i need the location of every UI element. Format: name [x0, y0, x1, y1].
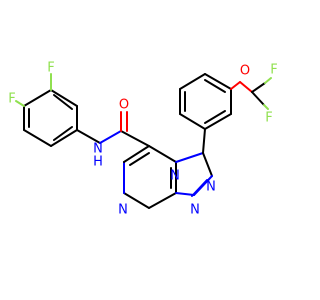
bond — [23, 129, 52, 147]
bond — [53, 126, 73, 141]
bond — [202, 152, 213, 177]
amide-nitrogen-label: N — [93, 142, 103, 157]
bond — [129, 152, 150, 166]
bond — [50, 89, 78, 107]
bond-f — [263, 104, 269, 110]
bond-o — [230, 81, 241, 90]
bond — [204, 73, 232, 90]
ether-oxygen-label: O — [240, 64, 250, 79]
bond — [204, 113, 232, 130]
bond — [179, 73, 206, 90]
bond-n — [99, 130, 122, 144]
bond — [23, 89, 52, 107]
triazole-nitrogen-label: N — [206, 180, 216, 195]
bond — [148, 192, 177, 209]
pyrazine-nitrogen-label: N — [118, 203, 128, 218]
fluorine-label: F — [8, 92, 15, 107]
bond-n — [175, 152, 204, 163]
bond — [53, 94, 73, 110]
bond-f — [15, 100, 25, 107]
bond — [50, 129, 78, 147]
molecule-structure: F F N H O O F F N N N N — [8, 61, 277, 218]
triazole-nitrogen-label: N — [190, 203, 200, 218]
bond-o — [239, 81, 253, 93]
bond-n — [191, 179, 208, 197]
bond — [123, 145, 150, 163]
carbonyl-oxygen-label: O — [119, 98, 129, 113]
bond — [120, 130, 150, 147]
bond — [76, 129, 101, 144]
bonds — [15, 73, 272, 209]
amide-hydrogen-label: H — [93, 155, 103, 170]
bond-n — [175, 192, 195, 196]
bond — [251, 82, 266, 93]
atom-labels: F F N H O O F F N N N N — [8, 61, 277, 218]
bridge-nitrogen-label: N — [170, 169, 180, 184]
bond — [179, 113, 206, 130]
bond — [251, 91, 265, 106]
bond-f — [264, 77, 272, 84]
bond — [202, 128, 206, 154]
bond — [148, 145, 177, 163]
fluorine-label: F — [265, 111, 272, 126]
fluorine-label: F — [270, 63, 277, 78]
bond — [204, 79, 226, 93]
bond — [123, 192, 150, 209]
bond — [204, 110, 226, 124]
fluorine-label: F — [47, 61, 54, 76]
